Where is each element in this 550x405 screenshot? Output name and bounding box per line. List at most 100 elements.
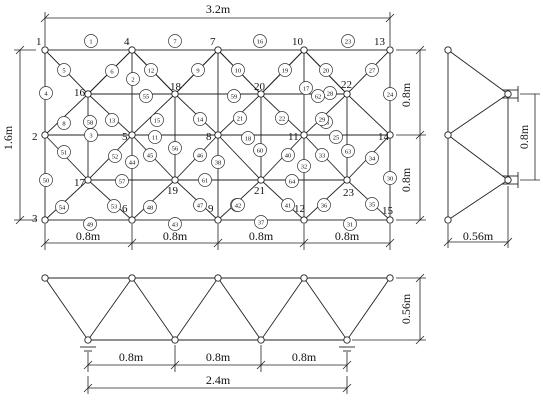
node-label: 18 — [170, 81, 182, 93]
member-label-text: 57 — [119, 178, 126, 185]
plan-node-group — [41, 46, 394, 224]
member-label-text: 27 — [369, 67, 376, 74]
node-label: 20 — [254, 81, 266, 93]
member-label: 11 — [148, 130, 162, 144]
member-label-circle — [231, 63, 245, 77]
member-label-text: 47 — [197, 202, 204, 209]
member-label: 40 — [281, 148, 295, 162]
plan-node — [386, 216, 394, 224]
member-label-circle — [341, 144, 355, 158]
member-label-text: 9 — [196, 67, 199, 74]
member-label-text: 7 — [173, 38, 177, 45]
member-label: 33 — [315, 148, 329, 162]
member-label-text: 19 — [282, 67, 289, 74]
member-label-text: 44 — [129, 159, 136, 166]
dim-bottom-segments — [40, 224, 395, 250]
member-label-circle — [253, 143, 267, 157]
dim-right-heights — [396, 45, 426, 225]
member-label-circle — [193, 148, 207, 162]
member-label-text: 61 — [202, 177, 209, 184]
member-label: 10 — [231, 63, 245, 77]
member-label: 2 — [126, 72, 140, 86]
member-label: 25 — [329, 130, 343, 144]
member-label-text: 50 — [43, 177, 50, 184]
member-label: 59 — [227, 89, 241, 103]
member-label: 56 — [168, 141, 182, 155]
member-label-circle — [126, 72, 140, 86]
member-label-circle — [281, 198, 295, 212]
member-label: 35 — [365, 197, 379, 211]
dim-elevation — [83, 273, 426, 394]
member-label-circle — [107, 199, 121, 213]
member-label-circle — [299, 81, 313, 95]
member-label: 45 — [143, 148, 157, 162]
member-label-circle — [311, 89, 325, 103]
member-label-text: 56 — [172, 145, 179, 152]
member-label-text: 6 — [110, 68, 114, 75]
member-label-text: 48 — [147, 204, 154, 211]
member-label-text: 64 — [289, 178, 296, 185]
node-label: 9 — [208, 203, 214, 215]
node-label: 2 — [32, 131, 38, 143]
member-label-text: 49 — [87, 221, 94, 228]
member-label: 51 — [57, 145, 71, 159]
node-label: 15 — [382, 205, 394, 217]
elev-node — [386, 274, 394, 282]
member-label-text: 16 — [257, 38, 264, 45]
dim-left-height-label: 1.6m — [1, 125, 15, 150]
member-label-circle — [278, 63, 292, 77]
dim-elev-seg-1: 0.8m — [119, 350, 144, 364]
member-label: 46 — [193, 148, 207, 162]
plan-node — [343, 90, 351, 98]
member-label-circle — [315, 112, 329, 126]
member-label-circle — [57, 63, 71, 77]
member-label-circle — [383, 87, 397, 101]
plan-node — [41, 216, 49, 224]
member-label: 34 — [365, 151, 379, 165]
plan-node — [300, 46, 308, 54]
member-label-text: 11 — [152, 134, 158, 141]
member-label: 62 — [311, 89, 325, 103]
member-label-circle — [108, 149, 122, 163]
member-label: 58 — [83, 115, 97, 129]
plan-node — [300, 216, 308, 224]
member-label-circle — [148, 130, 162, 144]
member-label-circle — [315, 148, 329, 162]
plan-node — [128, 46, 136, 54]
member-label: 47 — [193, 198, 207, 212]
dim-bottom-seg-1: 0.8m — [76, 229, 101, 243]
node-label: 6 — [122, 203, 128, 215]
member-label-circle — [365, 151, 379, 165]
dim-elev-total: 2.4m — [206, 373, 231, 387]
dim-bottom-seg-4: 0.8m — [335, 229, 360, 243]
member-label: 17 — [299, 81, 313, 95]
member-label: 49 — [83, 217, 97, 231]
node-label: 5 — [122, 131, 128, 143]
member-label: 42 — [231, 198, 245, 212]
member-label-circle — [168, 34, 182, 48]
plan-node — [214, 216, 222, 224]
member-label-text: 22 — [279, 115, 286, 122]
member-label: 1 — [84, 34, 98, 48]
member-label-circle — [39, 173, 53, 187]
member-label: 48 — [143, 200, 157, 214]
member-label: 31 — [343, 217, 357, 231]
member-label-circle — [341, 34, 355, 48]
member-label-text: 24 — [387, 91, 394, 98]
node-label: 7 — [210, 36, 216, 48]
member-label: 3 — [84, 128, 98, 142]
member-label: 14 — [193, 112, 207, 126]
member-label-circle — [254, 215, 268, 229]
plan-node — [214, 46, 222, 54]
elev-node — [84, 336, 92, 344]
side-node — [444, 46, 452, 54]
member-label-circle — [253, 34, 267, 48]
node-label: 12 — [294, 203, 305, 215]
node-label: 21 — [254, 185, 265, 197]
node-label: 17 — [74, 177, 86, 189]
plan-node — [171, 90, 179, 98]
member-label-circle — [329, 130, 343, 144]
member-label-text: 29 — [319, 116, 326, 123]
